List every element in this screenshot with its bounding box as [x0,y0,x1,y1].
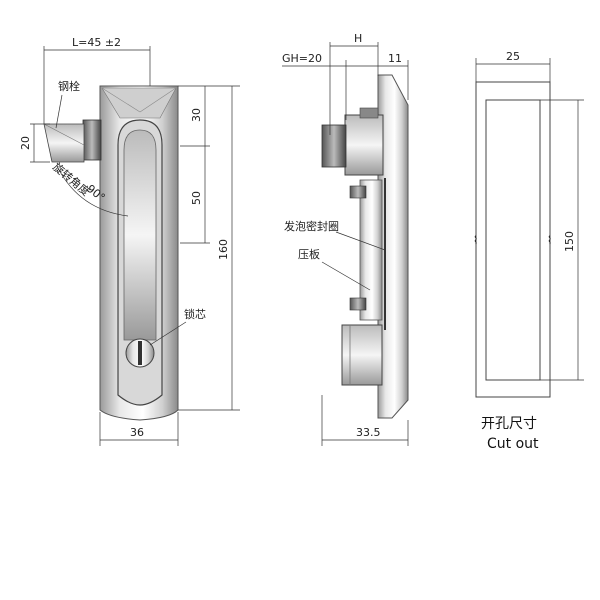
dim-160-text: 160 [217,239,230,260]
side-view: H GH=20 11 33.5 发泡密封圈 压板 [282,32,409,446]
side-screw-bottom [349,297,367,311]
facet-line-left [101,87,141,113]
side-lock-cylinder [341,324,383,386]
dim-33-5-text: 33.5 [356,426,381,439]
dim-h-text: H [354,32,362,45]
label-core: 锁芯 [184,307,206,321]
label-bolt: 钢栓 [58,79,80,93]
break-mark-left: ⌇ [473,234,478,247]
bolt-tip [43,123,85,163]
leader-bolt [55,94,63,129]
side-bolt-shaft [359,107,379,119]
side-body [359,179,383,321]
label-plate: 压板 [298,247,320,261]
label-gasket: 发泡密封圈 [284,219,339,233]
bolt-tip-line [43,123,85,146]
side-bolt-housing [344,114,384,176]
side-screw-top [349,185,367,199]
dim-gh-text: GH=20 [282,52,322,65]
dim-36-text: 36 [130,426,144,439]
dim-30-text: 30 [190,108,203,122]
label-rotation: 旋转角度 [50,160,93,199]
side-flange [377,74,409,419]
cutout-title-cn: 开孔尺寸 [481,416,537,432]
dim-20-text: 20 [19,136,32,150]
cutout-inner [485,99,541,381]
leader-gasket [335,231,386,251]
cutout-view: 25 150 ⌇ ⌇ 开孔尺寸 Cut out [473,50,584,452]
handle-top-facet [101,87,177,119]
side-bolt-nut [321,124,347,168]
leader-plate [321,261,371,291]
lock-core-slot [138,341,142,365]
break-mark-right: ⌇ [547,234,552,247]
dim-11-text: 11 [388,52,402,65]
bolt-body [82,119,102,161]
dim-25-text: 25 [506,50,520,63]
front-view: L=45 ±2 20 30 50 160 36 90° 钢栓 旋转角度 锁芯 [19,36,240,446]
leader-core [149,321,187,346]
cutout-title-en: Cut out [487,436,539,452]
dim-150-text: 150 [563,231,576,252]
handle-grip [123,129,157,341]
dim-50-text: 50 [190,191,203,205]
rotation-arc [57,167,129,217]
dim-l-text: L=45 ±2 [72,36,121,49]
facet-line-right [139,87,177,113]
